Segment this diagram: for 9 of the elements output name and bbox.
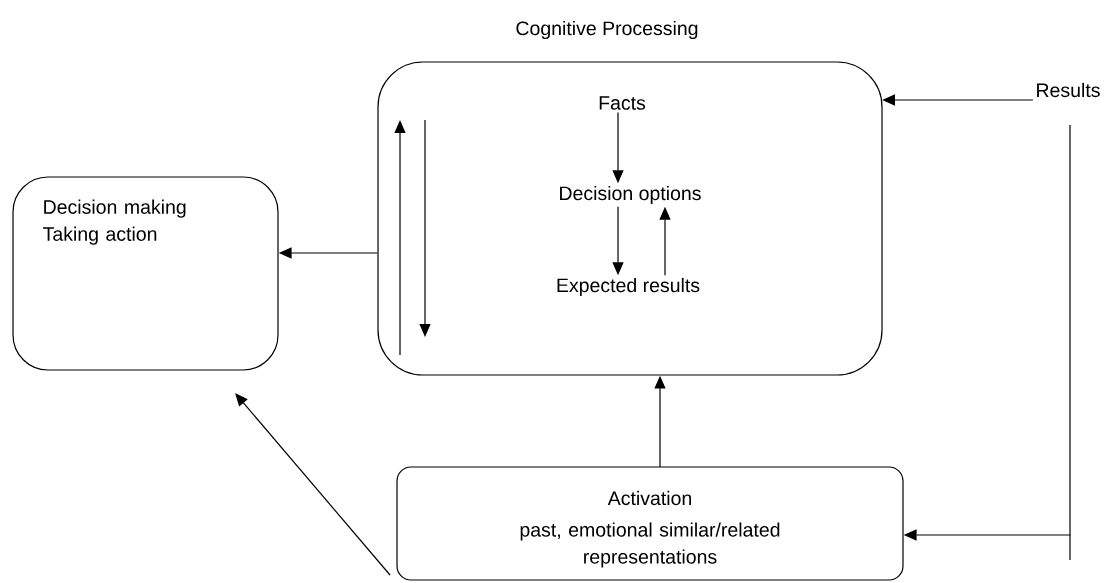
label: Facts	[599, 96, 646, 110]
arrow	[235, 393, 391, 576]
label: Decision options	[560, 185, 701, 205]
rounded-box: Decision making Taking action	[12, 176, 279, 371]
heading: Cognitive Processing	[516, 20, 698, 40]
rounded-box: Activation past, emotional similar/related representations	[396, 466, 904, 581]
label: Results	[1037, 82, 1100, 98]
arrow	[882, 94, 1034, 106]
label: Expected results	[557, 277, 700, 297]
